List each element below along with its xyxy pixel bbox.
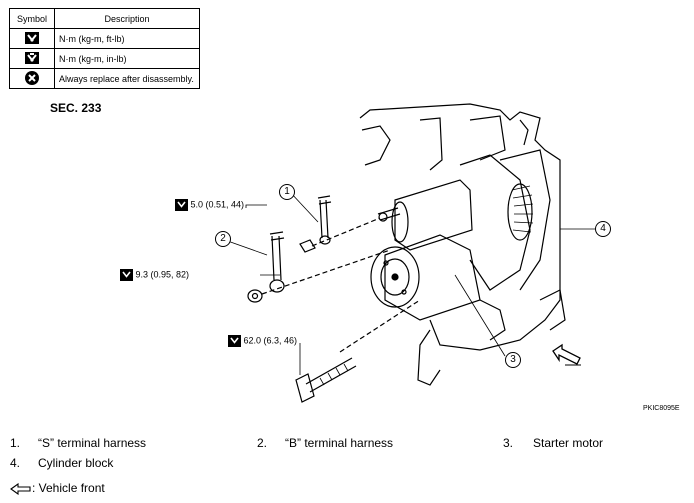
torque-label-3: 62.0 (6.3, 46) bbox=[228, 335, 297, 347]
torque-wrench-inlb-icon bbox=[25, 51, 39, 64]
section-number: SEC. 233 bbox=[50, 101, 102, 115]
cylinder-block-drawing bbox=[359, 103, 566, 386]
legend-header-row: Symbol Description bbox=[9, 8, 200, 29]
image-code: PKIC8095E bbox=[643, 405, 680, 412]
part-legend-item: 3. Starter motor bbox=[503, 436, 603, 450]
callout-4: 4 bbox=[595, 221, 611, 237]
legend-symbol-cell bbox=[9, 28, 55, 49]
vehicle-front-legend: : Vehicle front bbox=[10, 481, 105, 495]
callout-1: 1 bbox=[279, 184, 295, 200]
torque-value: 5.0 (0.51, 44) bbox=[190, 199, 245, 210]
part-legend-item: 1. “S” terminal harness bbox=[10, 436, 146, 450]
torque-label-1: 5.0 (0.51, 44) bbox=[175, 199, 244, 211]
part-number: 2. bbox=[257, 436, 268, 450]
callout-number: 4 bbox=[600, 223, 606, 234]
callout-number: 1 bbox=[284, 186, 290, 197]
part-legend-item: 2. “B” terminal harness bbox=[257, 436, 393, 450]
callout-3: 3 bbox=[505, 352, 521, 368]
torque-wrench-icon bbox=[228, 335, 241, 347]
part-name: Starter motor bbox=[533, 436, 604, 450]
torque-value: 9.3 (0.95, 82) bbox=[135, 269, 190, 280]
harness-drawing bbox=[247, 195, 421, 353]
mounting-bolt-drawing bbox=[295, 357, 357, 403]
torque-wrench-icon bbox=[25, 31, 39, 44]
always-replace-icon bbox=[25, 70, 39, 85]
part-name: Cylinder block bbox=[38, 456, 114, 470]
callout-number: 3 bbox=[510, 354, 516, 365]
legend-row: Always replace after disassembly. bbox=[9, 68, 200, 89]
symbol-legend-table: Symbol Description N·m (kg-m, ft-lb) N·m… bbox=[9, 8, 200, 89]
part-legend-item: 4. Cylinder block bbox=[10, 456, 113, 470]
vehicle-front-label: : Vehicle front bbox=[32, 481, 105, 495]
torque-value: 62.0 (6.3, 46) bbox=[243, 335, 298, 346]
torque-wrench-icon bbox=[120, 269, 133, 281]
vehicle-front-arrow-icon bbox=[552, 343, 581, 366]
vehicle-front-arrow-icon bbox=[10, 482, 31, 495]
legend-description: Always replace after disassembly. bbox=[54, 68, 200, 89]
part-name: “S” terminal harness bbox=[38, 436, 147, 450]
torque-wrench-icon bbox=[175, 199, 188, 211]
callout-2: 2 bbox=[215, 231, 231, 247]
starter-motor-drawing bbox=[370, 154, 534, 321]
part-number: 4. bbox=[10, 456, 21, 470]
part-number: 3. bbox=[503, 436, 514, 450]
part-number: 1. bbox=[10, 436, 21, 450]
part-name: “B” terminal harness bbox=[285, 436, 394, 450]
legend-row: N·m (kg-m, in-lb) bbox=[9, 48, 200, 69]
torque-label-2: 9.3 (0.95, 82) bbox=[120, 269, 189, 281]
callout-number: 2 bbox=[220, 233, 226, 244]
